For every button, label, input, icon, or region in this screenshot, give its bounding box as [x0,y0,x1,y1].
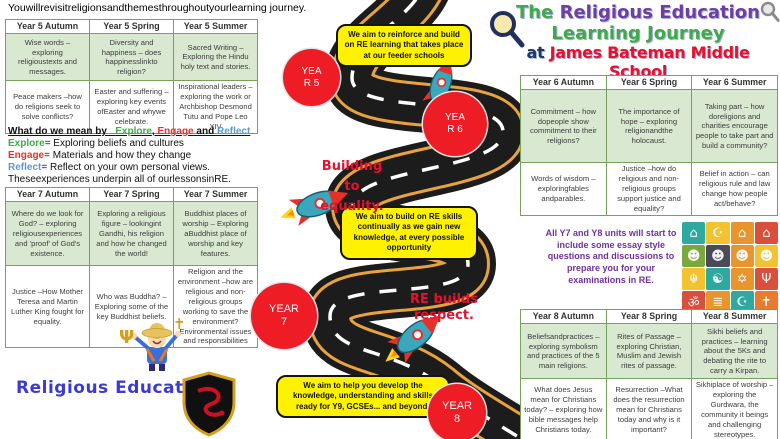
engage-definition: Engage= Materials and how they change [8,150,192,161]
monk-icon: ☻ [730,245,754,267]
year8-road-marker: YEAR 8 [428,384,486,439]
year5-table: Year 5 Autumn Year 5 Spring Year 5 Summe… [5,18,258,134]
year8-cell: Sikhi beliefs and practices – learning a… [691,323,778,380]
explain-footer: Theseexperiences underpin all of ourless… [8,174,231,185]
priest-icon: ☻ [706,245,730,267]
year6-spring-header: Year 6 Spring [605,74,693,91]
explore-definition: Explore= Exploring beliefs and cultures [8,138,184,149]
year7-road-marker: YEAR 7 [251,283,317,349]
year5-cell: Sacred Writing – Exploring the Hindu hol… [173,33,258,82]
year6-cell: Belief in action – can religious rule an… [691,162,778,216]
religious-education-wordmark: Religious Education [16,378,215,398]
year5-cell: Inspirational leaders – exploring the wo… [173,80,258,134]
year5-cell: Peace makers –how do religions seek to s… [5,80,90,134]
marker-label: YEAR [269,302,299,315]
year7-cell: Where do we look for God? – exploring re… [5,201,90,267]
year5-cell: Diversity and happiness – does happiness… [89,33,174,82]
year7-spring-header: Year 7 Spring [89,186,174,203]
explain-heading: What do we mean by Explore, Engage and R… [8,126,251,137]
intro-text: Youwillrevisitreligionsandthemesthrougho… [8,2,307,14]
star-of-david-icon: ✡ [730,268,754,290]
year5-cell: Wise words – exploring religioustexts an… [5,33,90,82]
year6-summer-header: Year 6 Summer [691,74,778,91]
year7-autumn-header: Year 7 Autumn [5,186,90,203]
marker-label: 7 [280,316,288,328]
mosque-icon: ☪ [706,222,730,244]
year5-autumn-header: Year 5 Autumn [5,18,90,35]
rabbi-icon: ☻ [754,245,778,267]
year6-cell: The importance of hope – exploring relig… [605,89,693,164]
imam-icon: ☻ [682,245,706,267]
marker-label: R 6 [447,124,463,135]
year5-spring-header: Year 5 Spring [89,18,174,35]
year5-road-marker: YEA R 5 [283,49,340,106]
marker-label: R 5 [303,77,320,89]
year6-road-marker: YEA R 6 [423,92,487,156]
year7-summer-header: Year 7 Summer [173,186,258,203]
year6-cell: Taking part – how doreligions and charit… [691,89,778,164]
year7-table: Year 7 Autumn Year 7 Spring Year 7 Summe… [5,186,258,349]
menorah-icon: Ψ [754,268,778,290]
gcse-ready-callout: We aim to help you develop the knowledge… [276,375,450,419]
crescent-icon: ☪ [730,291,754,313]
marker-label: YEA [301,65,322,77]
y7y8-essay-note: All Y7 and Y8 units will start to includ… [545,228,677,285]
temple-icon: ⌂ [730,222,754,244]
year8-summer-header: Year 8 Summer [691,308,778,325]
re-builds-respect-note: RE builds respect. [410,292,478,324]
marker-label: YEA [444,112,465,123]
year6-cell: Justice –how do religious and non-religi… [605,162,693,216]
shrine-icon: ⌂ [754,222,778,244]
church-icon: ⌂ [682,222,706,244]
yin-yang-icon: ☯ [706,268,730,290]
year7-cell: Buddhist places of worship – Exploring a… [173,201,258,267]
hamsa-icon: ☬ [682,268,706,290]
year8-cell: Resurrection –What does the resurrection… [605,378,693,439]
reflect-definition: Reflect= Reflect on your own personal vi… [8,162,211,173]
year7-cell: Justice –How Mother Teresa and Martin Lu… [5,265,90,349]
year8-spring-header: Year 8 Spring [605,308,693,325]
torah-scroll-icon: ≣ [706,291,730,313]
year5-summer-header: Year 5 Summer [173,18,258,35]
explore-engage-reflect-block: What do we mean by Explore, Engage and R… [8,126,288,186]
marker-label: 8 [453,413,461,425]
year7-cell: Exploring a religious figure – lookingin… [89,201,174,267]
year7-cell: Religion and the environment –how are re… [173,265,258,349]
om-icon: ॐ [682,291,706,313]
year8-cell: Rites of Passage – exploring Christian, … [605,323,693,380]
marker-label: YEAR [442,399,472,412]
building-to-equality-note: Building to equality. [320,159,384,215]
year8-cell: Sikhiplace of worship –exploring the Gur… [691,378,778,439]
bible-icon: ✝ [754,291,778,313]
feeder-schools-callout: We aim to reinforce and build on RE lear… [336,24,472,68]
year5-cell: Easter and suffering – exploring key eve… [89,80,174,134]
